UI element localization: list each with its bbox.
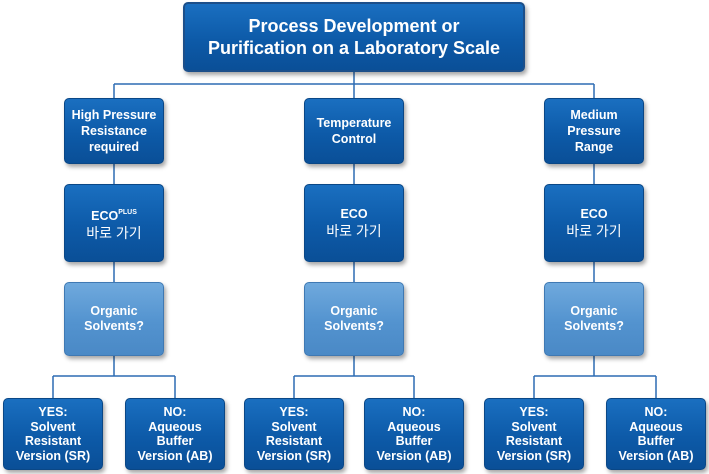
answer-line: Solvent (271, 419, 317, 434)
answer-line: Version (SR) (496, 448, 572, 463)
root-connector (113, 72, 595, 98)
answer-no-ab: NO: Aqueous Buffer Version (AB) (125, 398, 225, 470)
question-line: Organic (570, 304, 618, 318)
product-link-eco-plus[interactable]: ECOPLUS 바로 가기 (64, 184, 164, 262)
answer-line: YES: (519, 405, 549, 419)
answer-line: Buffer (156, 434, 194, 448)
answer-line: Resistant (24, 434, 82, 448)
answer-yes-sr: YES: Solvent Resistant Version (SR) (3, 398, 103, 470)
answer-yes-sr: YES: Solvent Resistant Version (SR) (484, 398, 584, 470)
criterion-line: Resistance (80, 124, 147, 138)
criterion-high-pressure: High Pressure Resistance required (64, 98, 164, 164)
product-link-label[interactable]: 바로 가기 (566, 223, 622, 239)
root-title-line-2: Purification on a Laboratory Scale (207, 38, 501, 58)
product-name-text: ECO (91, 208, 119, 223)
product-link-eco[interactable]: ECO 바로 가기 (304, 184, 404, 262)
answer-yes-sr: YES: Solvent Resistant Version (SR) (244, 398, 344, 470)
answer-line: Version (AB) (137, 448, 213, 463)
answer-line: YES: (279, 405, 309, 419)
answer-line: Version (AB) (618, 448, 694, 463)
question-organic-solvents: Organic Solvents? (304, 282, 404, 356)
answer-no-ab: NO: Aqueous Buffer Version (AB) (606, 398, 706, 470)
answer-line: Version (AB) (376, 448, 452, 463)
answer-line: NO: (163, 405, 187, 419)
answer-line: Solvent (511, 419, 557, 434)
question-line: Organic (90, 304, 138, 318)
criterion-medium-pressure: Medium Pressure Range (544, 98, 644, 164)
root-title-line-1: Process Development or (248, 16, 460, 36)
answer-line: Resistant (265, 434, 323, 448)
answer-line: Buffer (395, 434, 433, 448)
answer-line: Aqueous (148, 419, 202, 434)
product-link-label[interactable]: 바로 가기 (326, 223, 382, 239)
answer-line: Version (SR) (15, 448, 91, 463)
criterion-line: Pressure (567, 124, 621, 138)
answer-line: Resistant (505, 434, 563, 448)
answer-no-ab: NO: Aqueous Buffer Version (AB) (364, 398, 464, 470)
question-line: Solvents? (564, 319, 624, 333)
criterion-temperature-control: Temperature Control (304, 98, 404, 164)
question-line: Solvents? (84, 319, 144, 333)
branch-3-connector (533, 164, 657, 398)
answer-line: NO: (644, 405, 668, 419)
root-box: Process Development or Purification on a… (183, 2, 525, 72)
product-name: ECO (340, 207, 368, 221)
question-line: Organic (330, 304, 378, 318)
answer-line: Aqueous (387, 419, 441, 434)
product-superscript: PLUS (118, 208, 137, 216)
question-organic-solvents: Organic Solvents? (64, 282, 164, 356)
product-link-label[interactable]: 바로 가기 (86, 224, 142, 241)
product-name: ECO (580, 207, 608, 221)
product-name: ECOPLUS (91, 205, 137, 224)
answer-line: NO: (402, 405, 426, 419)
branch-2-connector (293, 164, 415, 398)
answer-line: YES: (38, 405, 68, 419)
answer-line: Aqueous (629, 419, 683, 434)
criterion-line: Range (574, 140, 614, 154)
criterion-line: Medium (570, 108, 618, 122)
criterion-line: required (88, 140, 139, 154)
answer-line: Buffer (637, 434, 675, 448)
answer-line: Version (SR) (256, 448, 332, 463)
question-organic-solvents: Organic Solvents? (544, 282, 644, 356)
criterion-line: Control (331, 132, 377, 146)
branch-1-connector (52, 164, 176, 398)
product-link-eco[interactable]: ECO 바로 가기 (544, 184, 644, 262)
question-line: Solvents? (324, 319, 384, 333)
answer-line: Solvent (30, 419, 76, 434)
criterion-line: Temperature (316, 116, 392, 130)
criterion-line: High Pressure (71, 108, 157, 122)
